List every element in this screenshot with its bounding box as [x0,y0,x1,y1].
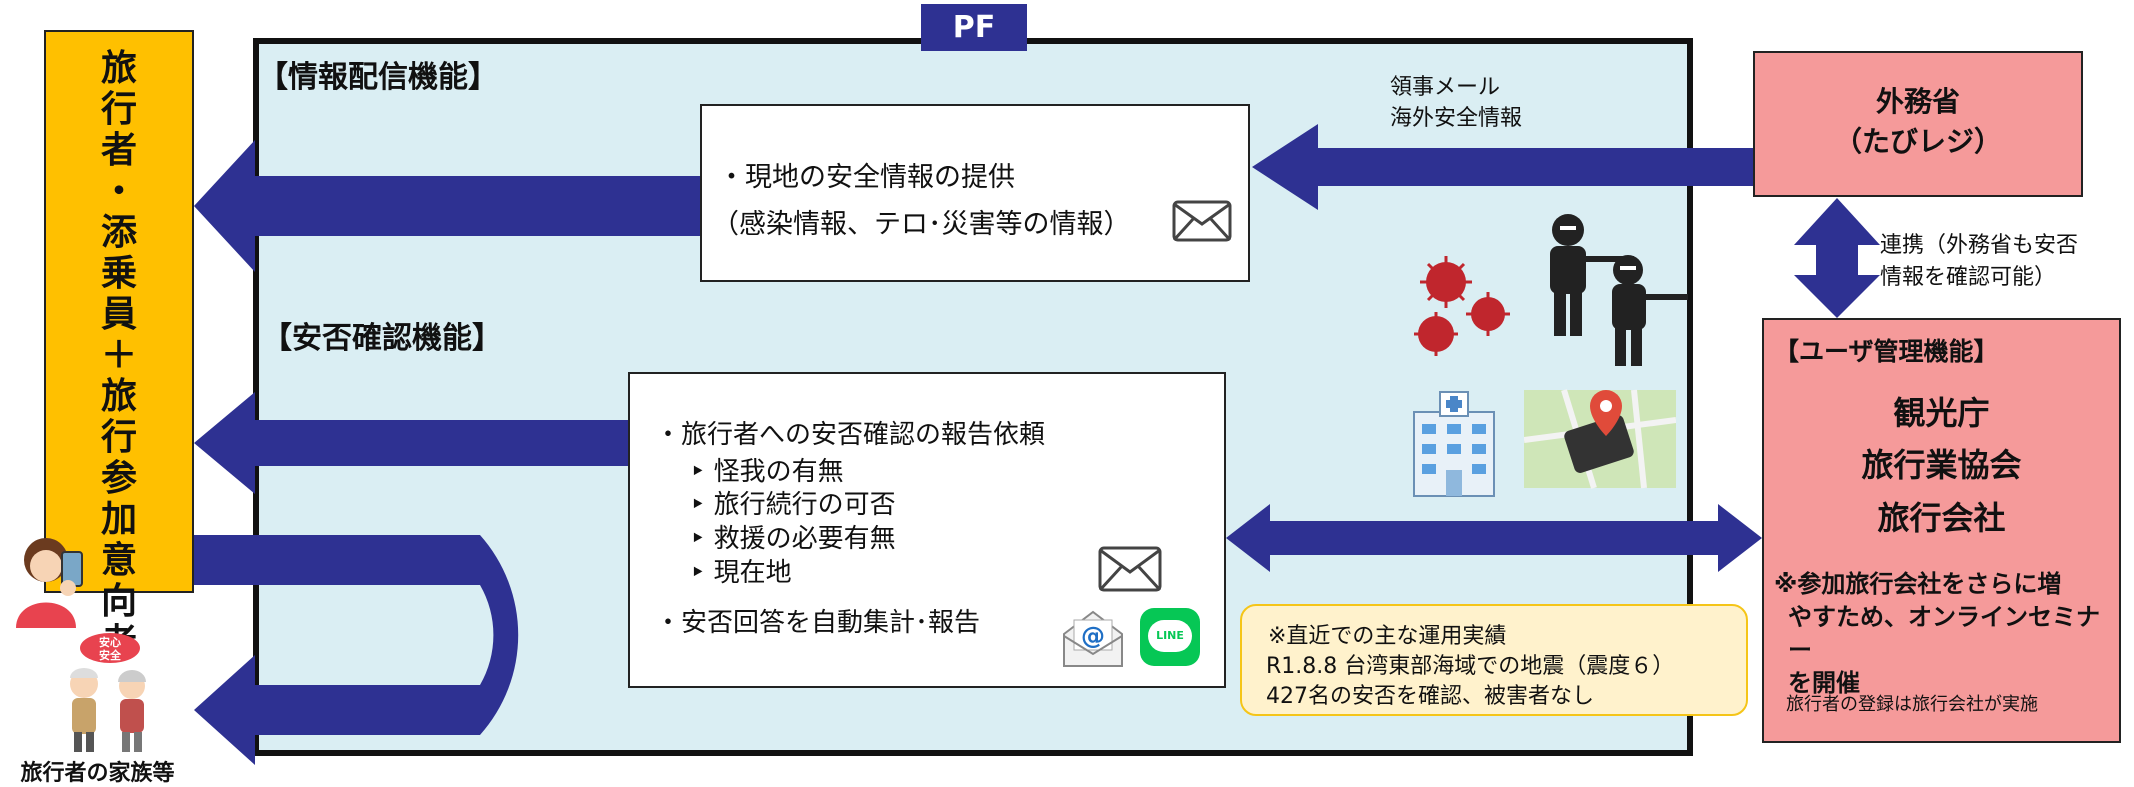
email-at-icon: @ [1063,610,1123,667]
user-mgmt-heading: 【ユーザ管理機能】 [1774,337,1999,366]
hospital-icon [1413,391,1495,497]
mofa-box [1753,51,2083,197]
consular-info-label: 領事メール 海外安全情報 [1390,72,1522,134]
family-badge-line1: 安心 [99,635,121,649]
user-mgmt-note: ※参加旅行会社をさらに増 やすため、オンラインセミナー を開催 [1774,568,2119,700]
record-line3: 427名の安否を確認、被害者なし [1266,684,1594,709]
safety-sub-item: ‣ 旅行続行の可否 [690,490,896,520]
note-line3: を開催 [1788,669,1860,697]
coop-arrow [1794,198,1880,318]
mofa-label: 外務省 （たびレジ） [1753,82,2083,162]
info-arrow [194,140,700,272]
record-line1: ※直近での主な運用実績 [1268,624,1507,649]
org-tourism-agency: 観光庁 [1893,394,1990,432]
consular-line2: 海外安全情報 [1390,106,1523,131]
safety-sub-item: ‣ 現在地 [690,558,792,588]
traveler-label: 旅行者・添乗員＋旅行参加意向者 [100,48,137,663]
person-phone-icon [16,538,83,628]
coop-line1: 連携（外務省も安否 [1880,233,2079,258]
safety-request-arrow [194,392,628,494]
family-label: 旅行者の家族等 [20,761,175,786]
family-badge-line2: 安全 [99,648,122,662]
svg-text:@: @ [1081,622,1105,650]
record-box [1240,604,1748,716]
family-icon: 安心 安全 [70,633,146,752]
mofa-info-arrow [1252,124,1753,210]
coop-label: 連携（外務省も安否 情報を確認可能） [1880,230,2078,294]
coop-line2: 情報を確認可能） [1880,265,2057,290]
safety-sub-item: ‣ 救援の必要有無 [690,524,896,554]
user-mgmt-box [1762,318,2121,743]
note-line1: ※参加旅行会社をさらに増 [1774,570,2062,598]
record-line2: R1.8.8 台湾東部海域での地震（震度６） [1266,654,1675,679]
safety-heading: 【安否確認機能】 [262,321,502,356]
safety-box [628,372,1226,688]
line-icon-label: LINE [1148,620,1192,652]
org-travel-association: 旅行業協会 [1861,446,2022,484]
safety-main-line: ・旅行者への安否確認の報告依頼 [655,420,1046,450]
u-turn-arrow [194,535,519,765]
info-line2: （感染情報、テロ･災害等の情報） [712,209,1131,240]
line-app-icon: LINE [1140,608,1200,666]
mail-icon [1172,200,1232,242]
mofa-line2: （たびレジ） [1833,125,2002,158]
map-location-icon [1524,389,1676,489]
safety-user-arrow [1226,504,1762,572]
mofa-line1: 外務省 [1875,85,1960,118]
mail-icon [1098,546,1162,592]
info-heading: 【情報配信機能】 [258,60,498,95]
info-box [700,104,1250,282]
consular-line1: 領事メール [1390,75,1501,100]
terrorist-icon [1550,214,1688,366]
safety-auto-line: ・安否回答を自動集計･報告 [655,608,981,638]
org-travel-company: 旅行会社 [1877,499,2006,537]
note-line2: やすため、オンラインセミナー [1788,603,2100,664]
traveler-box [44,30,194,593]
virus-icon [1414,256,1510,356]
registration-note: 旅行者の登録は旅行会社が実施 [1786,694,2038,715]
safety-sub-item: ‣ 怪我の有無 [690,457,844,487]
pf-tab: PF [921,4,1027,51]
info-line1: ・現地の安全情報の提供 [718,162,1015,193]
